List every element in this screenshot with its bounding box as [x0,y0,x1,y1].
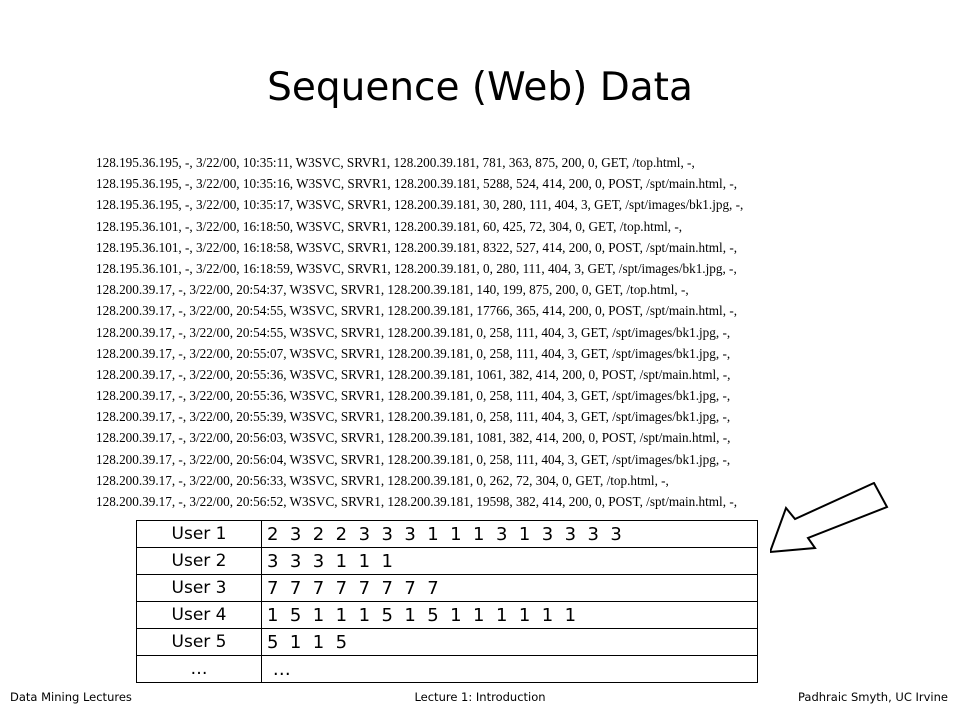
footer-author: Padhraic Smyth, UC Irvine [797,690,948,704]
slide-title: Sequence (Web) Data [267,65,693,110]
log-line: 128.200.39.17, -, 3/22/00, 20:56:04, W3S… [96,451,731,467]
user-sequence: 3 3 3 1 1 1 [261,547,758,575]
down-left-arrow-icon [770,482,889,554]
user-label: User 2 [136,547,262,575]
user-label: User 4 [136,601,262,629]
log-line: 128.195.36.195, -, 3/22/00, 10:35:11, W3… [96,155,695,170]
table-row: User 3 7 7 7 7 7 7 7 7 [136,574,758,602]
log-line: 128.200.39.17, -, 3/22/00, 20:55:36, W3S… [96,366,731,382]
log-line: 128.195.36.101, -, 3/22/00, 16:18:58, W3… [96,239,738,255]
user-sequence-table: User 1 2 3 2 2 3 3 3 1 1 1 3 1 3 3 3 3 U… [136,520,758,683]
table-row: … … [136,655,758,683]
user-sequence: 5 1 1 5 [261,628,758,656]
user-label: User 5 [136,628,262,656]
log-line: 128.200.39.17, -, 3/22/00, 20:55:39, W3S… [96,409,731,425]
user-sequence: 7 7 7 7 7 7 7 7 [261,574,758,602]
table-row: User 2 3 3 3 1 1 1 [136,547,758,575]
log-line: 128.195.36.195, -, 3/22/00, 10:35:17, W3… [96,197,744,213]
log-line: 128.200.39.17, -, 3/22/00, 20:55:36, W3S… [96,388,731,404]
web-log-block: 128.195.36.195, -, 3/22/00, 10:35:11, W3… [96,152,916,512]
log-line: 128.200.39.17, -, 3/22/00, 20:56:52, W3S… [96,494,738,509]
user-sequence: 2 3 2 2 3 3 3 1 1 1 3 1 3 3 3 3 [261,520,758,548]
log-line: 128.200.39.17, -, 3/22/00, 20:55:07, W3S… [96,345,731,361]
log-line: 128.195.36.101, -, 3/22/00, 16:18:50, W3… [96,218,683,234]
log-line: 128.195.36.195, -, 3/22/00, 10:35:16, W3… [96,176,738,192]
log-line: 128.200.39.17, -, 3/22/00, 20:54:55, W3S… [96,303,738,319]
footer-course: Data Mining Lectures [10,690,132,704]
log-line: 128.200.39.17, -, 3/22/00, 20:56:33, W3S… [96,472,669,488]
user-sequence: … [261,655,758,683]
table-row: User 5 5 1 1 5 [136,628,758,656]
log-line: 128.195.36.101, -, 3/22/00, 16:18:59, W3… [96,260,737,276]
user-sequence: 1 5 1 1 1 5 1 5 1 1 1 1 1 1 [261,601,758,629]
log-line: 128.200.39.17, -, 3/22/00, 20:54:55, W3S… [96,324,731,340]
footer-lecture: Lecture 1: Introduction [414,690,546,704]
log-line: 128.200.39.17, -, 3/22/00, 20:54:37, W3S… [96,282,689,298]
user-label: User 3 [136,574,262,602]
table-row: User 1 2 3 2 2 3 3 3 1 1 1 3 1 3 3 3 3 [136,520,758,548]
table-row: User 4 1 5 1 1 1 5 1 5 1 1 1 1 1 1 [136,601,758,629]
user-label: User 1 [136,520,262,548]
user-label: … [136,655,262,683]
log-line: 128.200.39.17, -, 3/22/00, 20:56:03, W3S… [96,430,731,446]
